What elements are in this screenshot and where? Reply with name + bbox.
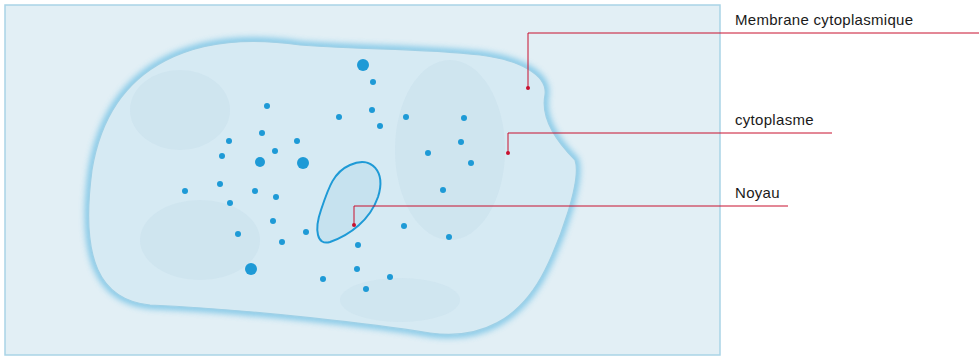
organelle-dot <box>245 263 257 275</box>
leader-dots <box>352 86 530 227</box>
organelle-dot <box>294 138 300 144</box>
organelle-dot <box>270 218 276 224</box>
organelle-dot <box>273 194 279 200</box>
leader-line <box>528 33 979 88</box>
membrane-glow <box>89 41 577 334</box>
organelle-dot <box>264 103 270 109</box>
organelle-dot <box>440 187 446 193</box>
organelle-dot <box>446 234 452 240</box>
organelle-dot <box>303 229 309 235</box>
organelle-dot <box>355 242 361 248</box>
organelle-dot <box>320 276 326 282</box>
nucleus <box>317 162 380 243</box>
organelle-dot <box>219 153 225 159</box>
cytoplasm-shade <box>340 278 460 322</box>
organelle-dot <box>468 160 474 166</box>
organelle-dot <box>336 114 342 120</box>
organelle-dot <box>458 139 464 145</box>
background-panel <box>5 5 720 355</box>
organelle-dot <box>259 130 265 136</box>
organelles <box>182 59 474 292</box>
leader-line <box>508 133 832 153</box>
organelle-dot <box>461 115 467 121</box>
organelle-dot <box>370 79 376 85</box>
organelle-dot <box>357 59 369 71</box>
organelle-dot <box>217 181 223 187</box>
organelle-dot <box>226 138 232 144</box>
organelle-dot <box>297 157 309 169</box>
organelle-dot <box>252 188 258 194</box>
organelle-dot <box>354 266 360 272</box>
organelle-dot <box>377 123 383 129</box>
part-label: Noyau <box>735 184 780 202</box>
part-label: Membrane cytoplasmique <box>735 11 913 29</box>
leader-dot <box>352 223 356 227</box>
leader-dot <box>526 86 530 90</box>
organelle-dot <box>401 223 407 229</box>
organelle-dot <box>182 188 188 194</box>
organelle-dot <box>279 239 285 245</box>
leader-lines <box>354 33 979 225</box>
leader-line <box>354 206 788 225</box>
organelle-dot <box>387 274 393 280</box>
organelle-dot <box>255 157 265 167</box>
cytoplasm-shade <box>140 200 260 280</box>
organelle-dot <box>363 286 369 292</box>
cytoplasm-shade <box>395 60 505 240</box>
organelle-dot <box>272 148 278 154</box>
leader-dot <box>506 151 510 155</box>
cell-membrane <box>89 41 577 334</box>
part-label: cytoplasme <box>735 111 814 129</box>
organelle-dot <box>235 231 241 237</box>
organelle-dot <box>369 107 375 113</box>
cytoplasm-shade <box>130 70 230 150</box>
organelle-dot <box>227 200 233 206</box>
organelle-dot <box>403 114 409 120</box>
organelle-dot <box>425 150 431 156</box>
